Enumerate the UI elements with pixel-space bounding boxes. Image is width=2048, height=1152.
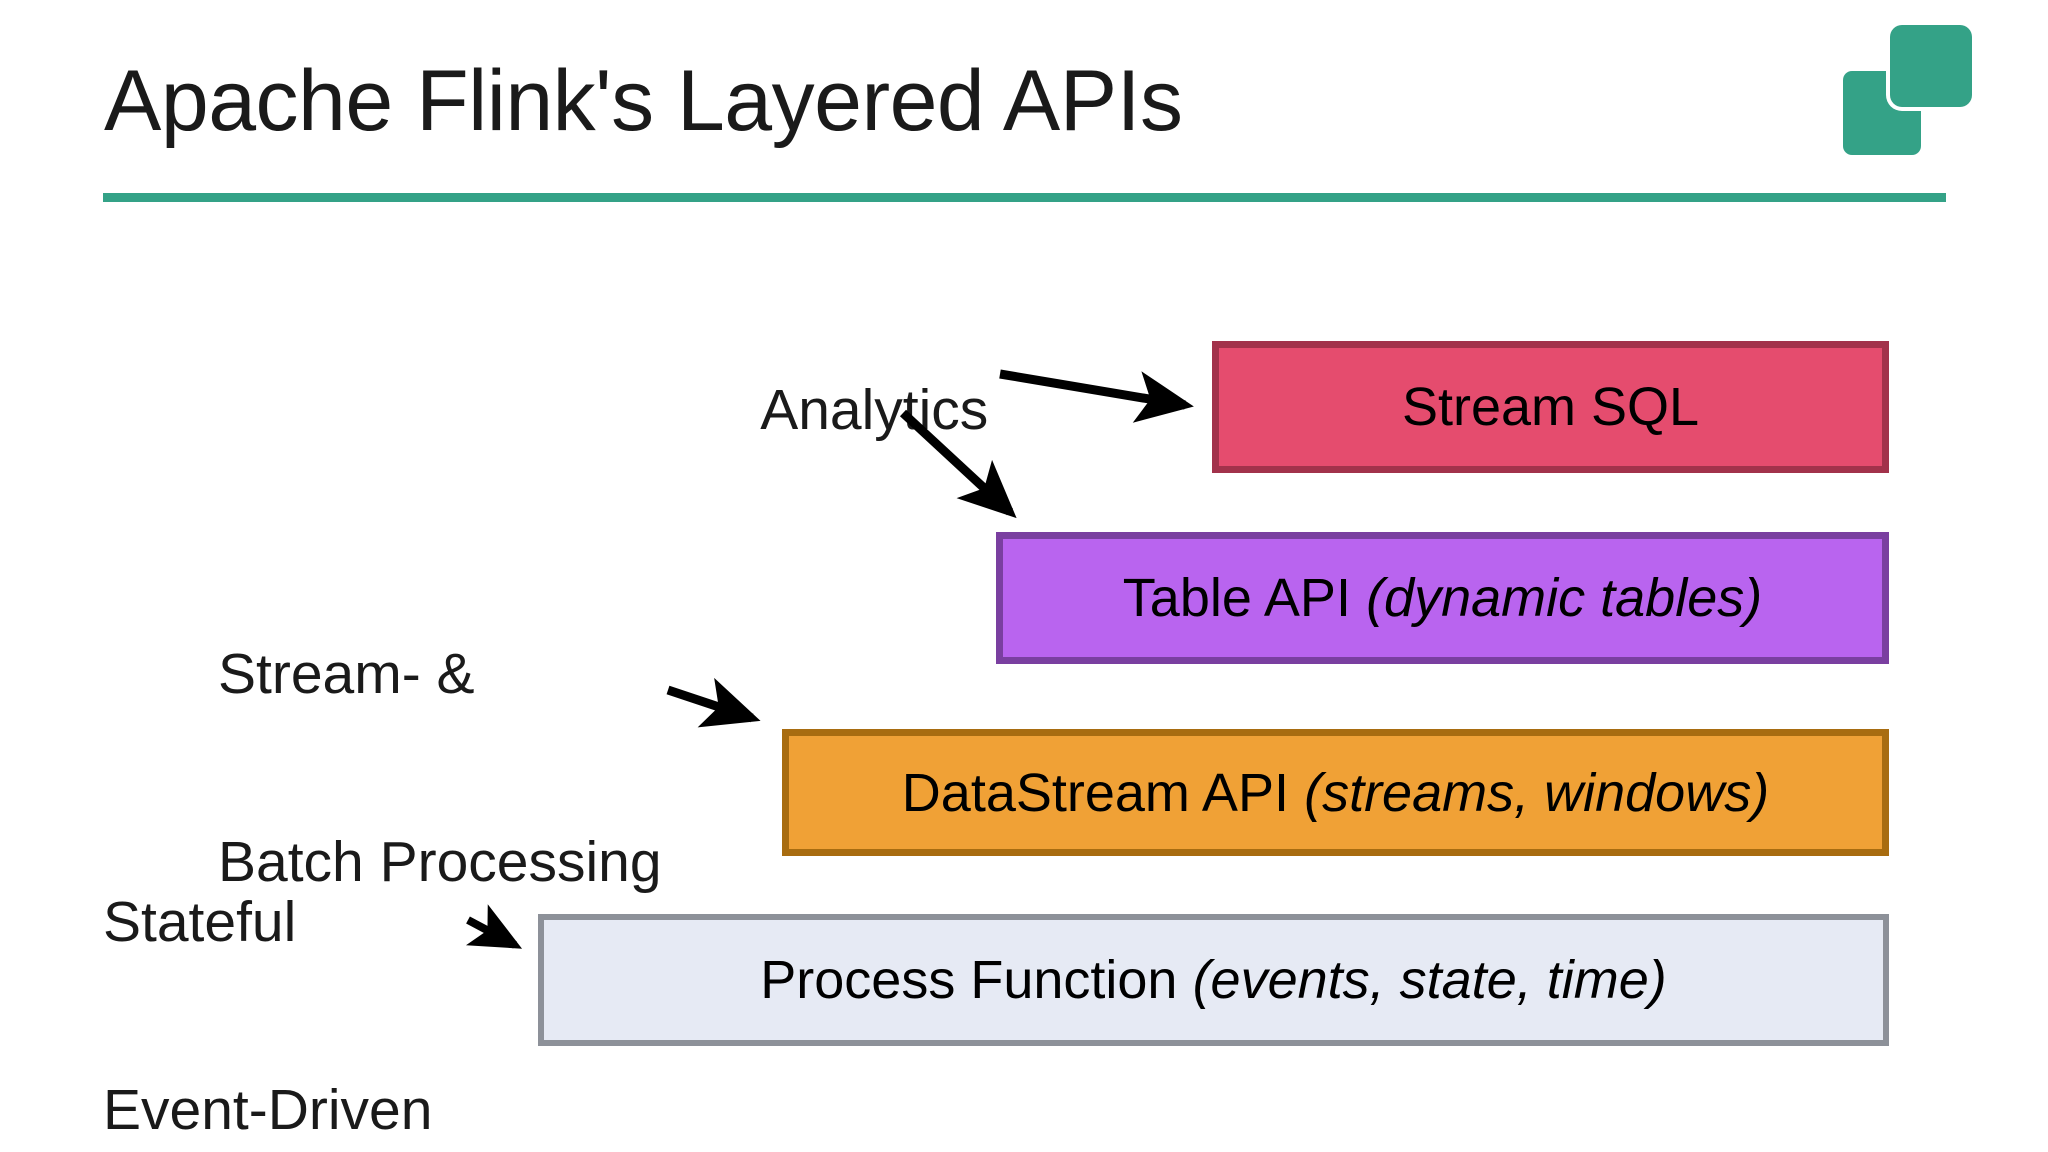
- layer-bar-process-function[interactable]: Process Function (events, state, time): [538, 914, 1889, 1046]
- callout-stream-batch-line2: Batch Processing: [218, 830, 662, 895]
- title-underline-rule: [103, 193, 1946, 202]
- layer-bar-datastream-api[interactable]: DataStream API (streams, windows): [782, 729, 1889, 856]
- layer-label-table-api: Table API: [1122, 568, 1351, 628]
- callout-stream-batch-processing: Stream- & Batch Processing: [218, 518, 662, 1020]
- callout-stateful-line1: Stateful: [103, 890, 297, 955]
- layer-detail-table-api: (dynamic tables): [1366, 568, 1763, 628]
- layer-label-datastream-api: DataStream API: [901, 762, 1289, 823]
- layer-label-process-function: Process Function: [760, 950, 1178, 1010]
- layer-label-stream-sql: Stream SQL: [1401, 377, 1700, 437]
- layer-detail-datastream-api: (streams, windows): [1304, 762, 1770, 823]
- arrow-analytics-to-stream-sql: [999, 369, 1194, 423]
- callout-analytics: Analytics: [700, 316, 988, 504]
- arrow-stream-batch-to-datastream-api: [666, 677, 761, 728]
- layer-bar-table-api[interactable]: Table API (dynamic tables): [996, 532, 1889, 664]
- callout-stateful-line2: Event-Driven: [103, 1078, 433, 1143]
- flink-logo: [1843, 25, 1983, 155]
- callout-stream-batch-line1: Stream- &: [218, 642, 475, 707]
- layer-bar-stream-sql[interactable]: Stream SQL: [1212, 341, 1889, 473]
- layer-detail-process-function: (events, state, time): [1192, 950, 1667, 1010]
- callout-stateful-event-driven-applications: Stateful Event-Driven Applications: [103, 766, 432, 1152]
- callout-analytics-line1: Analytics: [760, 377, 989, 442]
- page-title: Apache Flink's Layered APIs: [104, 53, 1183, 149]
- logo-square-front: [1890, 25, 1972, 107]
